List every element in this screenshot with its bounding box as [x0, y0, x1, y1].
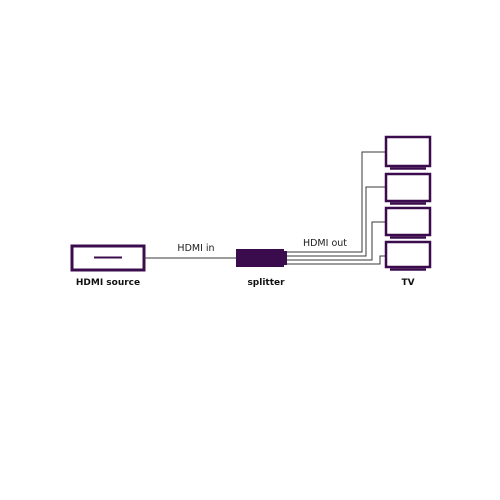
splitter-ports	[284, 251, 287, 265]
hdmi-in-label: HDMI in	[177, 243, 214, 254]
tv-screen	[384, 172, 432, 203]
hdmi-out-cable-3	[287, 221, 386, 261]
splitter-label: splitter	[247, 278, 285, 288]
tv-4	[384, 240, 432, 271]
hdmi-source-device	[70, 244, 146, 272]
hdmi-splitter-device	[236, 249, 287, 267]
hdmi-out-label: HDMI out	[303, 238, 347, 249]
splitter-body	[236, 249, 284, 267]
tv-1	[384, 135, 432, 170]
hdmi-out-cable-2	[287, 186, 386, 257]
source-label: HDMI source	[76, 278, 140, 288]
hdmi-out-cable-4	[287, 255, 386, 265]
tv-screen	[384, 206, 432, 237]
hdmi-out-cables	[287, 151, 386, 265]
tv-screen	[384, 240, 432, 269]
hdmi-out-cable-1	[287, 151, 386, 253]
tv-3	[384, 206, 432, 239]
tv-screen	[384, 135, 432, 168]
tv-2	[384, 172, 432, 205]
tv-label: TV	[401, 278, 414, 288]
